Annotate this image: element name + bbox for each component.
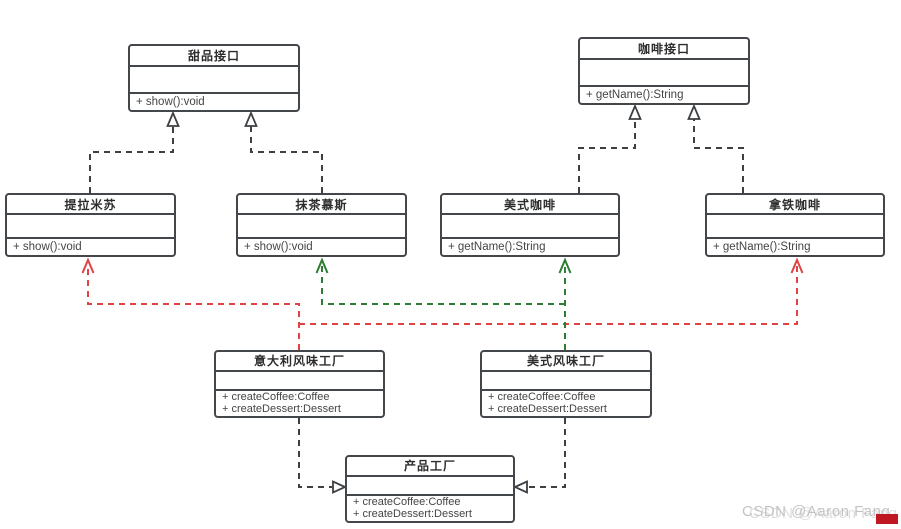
method-label: + getName():String: [586, 89, 684, 101]
class-american-flavor-factory: 美式风味工厂 + createCoffee:Coffee + createDes…: [480, 350, 652, 418]
realization-italian-factory-to-product-factory: [298, 418, 348, 494]
open-arrowhead-icon: [81, 257, 95, 274]
method-label: + createCoffee:Coffee: [222, 391, 330, 403]
method-label: + show():void: [136, 96, 205, 108]
realization-american-factory-to-product-factory: [512, 418, 566, 494]
dependency-italian-factory-to-latte-coffee: [299, 257, 804, 325]
class-methods: + getName():String: [580, 87, 748, 103]
method-label: + getName():String: [713, 241, 811, 253]
class-coffee-interface: 咖啡接口 + getName():String: [578, 37, 750, 105]
class-title: 抹茶慕斯: [238, 195, 405, 216]
hollow-triangle-arrowhead-icon: [512, 480, 528, 494]
class-methods: + createCoffee:Coffee + createDessert:De…: [347, 496, 513, 521]
class-methods: + getName():String: [442, 239, 618, 255]
class-methods: + getName():String: [707, 239, 883, 255]
class-methods: + show():void: [238, 239, 405, 255]
class-latte-coffee: 拿铁咖啡 + getName():String: [705, 193, 885, 257]
class-title: 美式风味工厂: [482, 352, 650, 372]
class-attributes-empty: [216, 372, 383, 391]
method-label: + createDessert:Dessert: [488, 402, 607, 415]
class-title: 意大利风味工厂: [216, 352, 383, 372]
class-title: 提拉米苏: [7, 195, 174, 216]
class-attributes-empty: [7, 215, 174, 239]
method-label: + createCoffee:Coffee: [488, 391, 596, 403]
class-italian-flavor-factory: 意大利风味工厂 + createCoffee:Coffee + createDe…: [214, 350, 385, 418]
method-label: + getName():String: [448, 241, 546, 253]
method-label: + show():void: [244, 241, 313, 253]
hollow-triangle-arrowhead-icon: [628, 103, 642, 120]
hollow-triangle-arrowhead-icon: [244, 110, 258, 127]
class-matcha-mousse: 抹茶慕斯 + show():void: [236, 193, 407, 257]
realization-american-coffee-to-coffee-interface: [578, 103, 642, 193]
class-product-factory: 产品工厂 + createCoffee:Coffee + createDesse…: [345, 455, 515, 523]
open-arrowhead-icon: [790, 257, 804, 274]
method-label: + createCoffee:Coffee: [353, 496, 461, 508]
class-attributes-empty: [482, 372, 650, 391]
dependency-american-factory-to-matcha-mousse: [315, 257, 565, 305]
class-tiramisu: 提拉米苏 + show():void: [5, 193, 176, 257]
class-title: 美式咖啡: [442, 195, 618, 216]
open-arrowhead-icon: [315, 257, 329, 274]
class-title: 拿铁咖啡: [707, 195, 883, 216]
dependency-american-factory-to-american-coffee: [558, 257, 572, 350]
hollow-triangle-arrowhead-icon: [332, 480, 348, 494]
method-label: + createDessert:Dessert: [222, 402, 341, 415]
hollow-triangle-arrowhead-icon: [687, 103, 701, 120]
class-attributes-empty: [580, 60, 748, 87]
red-corner-mark: [876, 514, 898, 524]
class-methods: + createCoffee:Coffee + createDessert:De…: [216, 391, 383, 416]
class-american-coffee: 美式咖啡 + getName():String: [440, 193, 620, 257]
open-arrowhead-icon: [558, 257, 572, 274]
class-dessert-interface: 甜品接口 + show():void: [128, 44, 300, 112]
class-title: 甜品接口: [130, 46, 298, 67]
class-attributes-empty: [130, 67, 298, 94]
class-attributes-empty: [442, 215, 618, 239]
class-methods: + createCoffee:Coffee + createDessert:De…: [482, 391, 650, 416]
method-label: + createDessert:Dessert: [353, 507, 472, 520]
class-attributes-empty: [347, 477, 513, 496]
realization-tiramisu-to-dessert-interface: [89, 110, 180, 193]
class-methods: + show():void: [130, 94, 298, 110]
class-methods: + show():void: [7, 239, 174, 255]
realization-matcha-mousse-to-dessert-interface: [244, 110, 323, 193]
hollow-triangle-arrowhead-icon: [166, 110, 180, 127]
dependency-italian-factory-to-tiramisu: [81, 257, 300, 350]
class-attributes-empty: [707, 215, 883, 239]
class-title: 咖啡接口: [580, 39, 748, 60]
method-label: + show():void: [13, 241, 82, 253]
realization-latte-coffee-to-coffee-interface: [687, 103, 744, 193]
class-attributes-empty: [238, 215, 405, 239]
class-title: 产品工厂: [347, 457, 513, 477]
